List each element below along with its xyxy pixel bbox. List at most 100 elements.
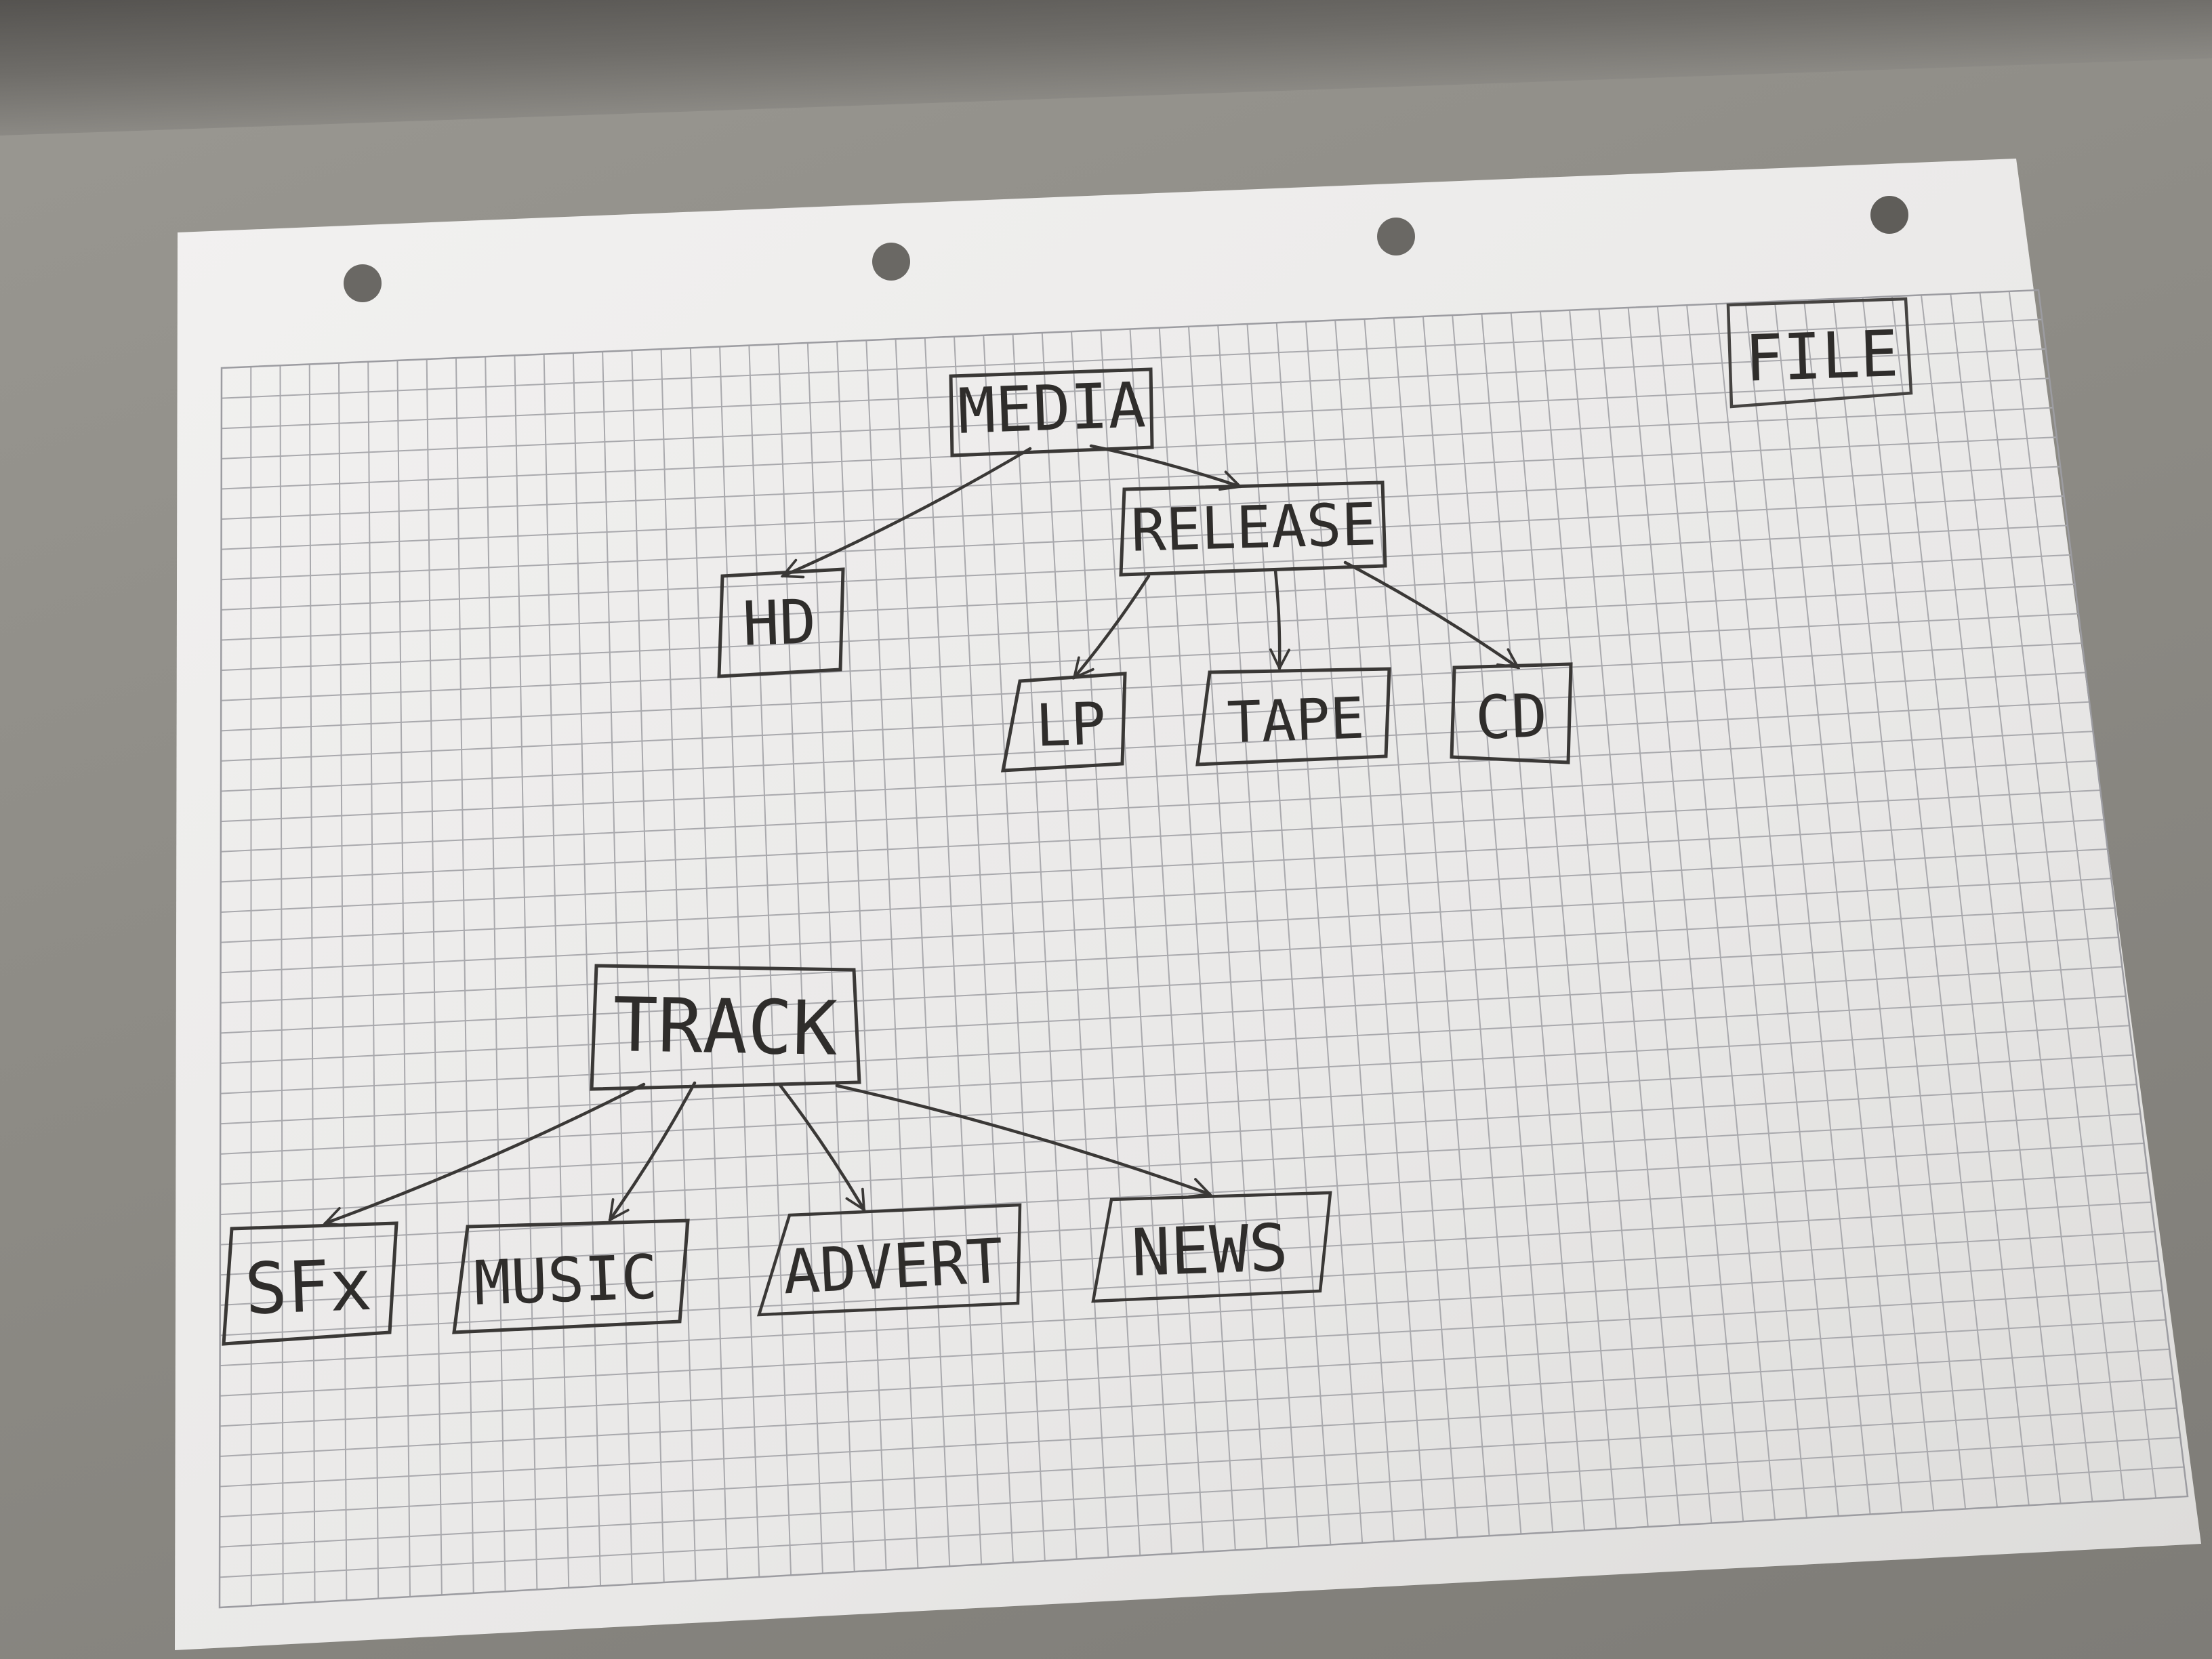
edge-release-to-cd [1343, 560, 1518, 668]
punch-hole [344, 264, 382, 302]
grid-line [220, 1172, 2148, 1276]
grid-line [1921, 295, 2062, 1504]
grid-border [218, 289, 2189, 1609]
grid-line [220, 819, 2104, 913]
grid-line [1656, 306, 1776, 1520]
node-label-cd: CD [1474, 680, 1548, 753]
node-label-news: NEWS [1130, 1210, 1289, 1291]
grid-line [1452, 315, 1554, 1532]
grid-line [1891, 296, 2030, 1506]
node-label-lp: LP [1035, 690, 1107, 760]
grid-line [1862, 298, 1998, 1507]
node-label-media: MEDIA [957, 369, 1147, 448]
grid-line [1832, 298, 1967, 1509]
grid-line [221, 377, 2050, 459]
grid-line [485, 356, 506, 1592]
grid-line [1158, 327, 1236, 1551]
node-sfx: SFx [222, 1221, 398, 1346]
grid-line [602, 351, 633, 1584]
grid-line [221, 436, 2057, 520]
node-label-release: RELEASE [1130, 491, 1378, 565]
grid-line [983, 335, 1046, 1561]
node-lp: LP [1000, 672, 1127, 773]
grid-line [660, 349, 697, 1581]
grid-line [719, 346, 760, 1578]
node-release: RELEASE [1119, 480, 1387, 577]
grid-line [1275, 323, 1364, 1543]
edge-track-to-news [835, 1084, 1210, 1194]
grid-line [221, 466, 2061, 550]
grid-line [220, 1084, 2137, 1185]
grid-line [221, 495, 2064, 581]
grid-line [220, 1378, 2173, 1488]
grid-line [220, 1201, 2152, 1306]
grid-line [689, 348, 729, 1579]
grid-line [221, 642, 2083, 732]
node-music: MUSIC [452, 1218, 690, 1334]
punch-hole [1870, 196, 1908, 234]
grid-line [748, 345, 792, 1576]
node-hd: HD [717, 567, 845, 678]
grid-line [221, 554, 2072, 641]
node-tape: TAPE [1195, 667, 1391, 766]
grid-line [220, 1466, 2184, 1578]
grid-line [220, 995, 2126, 1094]
grid-line [1334, 320, 1427, 1540]
node-label-hd: HD [741, 586, 817, 660]
grid-line [1686, 305, 1807, 1518]
punch-holes [344, 196, 1908, 302]
grid-line [337, 363, 348, 1601]
nodes: MEDIA RELEASE HD LP TAPE CD [222, 297, 1913, 1346]
grid-line [895, 339, 951, 1567]
grid-line [220, 966, 2123, 1065]
node-track: TRACK [590, 964, 861, 1091]
grid-line [455, 358, 474, 1593]
grid-line [1422, 316, 1522, 1534]
punch-hole [1377, 218, 1415, 255]
node-advert: ADVERT [756, 1203, 1022, 1317]
grid-line [1481, 314, 1586, 1531]
node-label-sfx: SFx [243, 1244, 373, 1330]
grid-line [543, 354, 570, 1588]
node-label-advert: ADVERT [781, 1226, 1005, 1309]
grid-line [220, 907, 2115, 1004]
grid-line [220, 760, 2097, 853]
grid-line [279, 365, 284, 1604]
grid-line [220, 1348, 2170, 1457]
grid-line [1012, 333, 1078, 1559]
grid-line [1129, 329, 1204, 1553]
grid-line [221, 525, 2068, 611]
edge-track-to-sfx [325, 1082, 646, 1223]
grid-line [1774, 301, 1903, 1513]
grid-line [1715, 304, 1839, 1517]
grid-line [924, 337, 983, 1565]
node-file: FILE [1726, 297, 1913, 409]
punch-hole [872, 243, 910, 281]
grid-line [1598, 308, 1713, 1523]
grid-line [865, 340, 919, 1568]
grid-line [220, 878, 2112, 974]
grid-lines [220, 291, 2184, 1606]
grid-line [1305, 321, 1395, 1542]
grid-line [220, 731, 2093, 823]
grid-line [221, 583, 2075, 672]
grid-line [220, 1437, 2181, 1548]
grid-line [220, 937, 2119, 1034]
grid-line [220, 701, 2090, 792]
grid-line [220, 1231, 2155, 1336]
grid-line [1187, 326, 1268, 1549]
grid-line [1071, 331, 1141, 1556]
grid-line [220, 1319, 2166, 1427]
node-media: MEDIA [949, 367, 1154, 457]
grid-line [221, 319, 2043, 399]
grid-line [220, 848, 2108, 943]
grid-line [1217, 325, 1300, 1547]
grid-line [1539, 311, 1649, 1528]
grid-line [220, 1113, 2141, 1216]
node-label-music: MUSIC [473, 1242, 659, 1319]
grid-line [806, 342, 855, 1572]
grid-line [1744, 302, 1871, 1515]
grid-line [367, 361, 380, 1599]
grid-line [954, 336, 1014, 1563]
